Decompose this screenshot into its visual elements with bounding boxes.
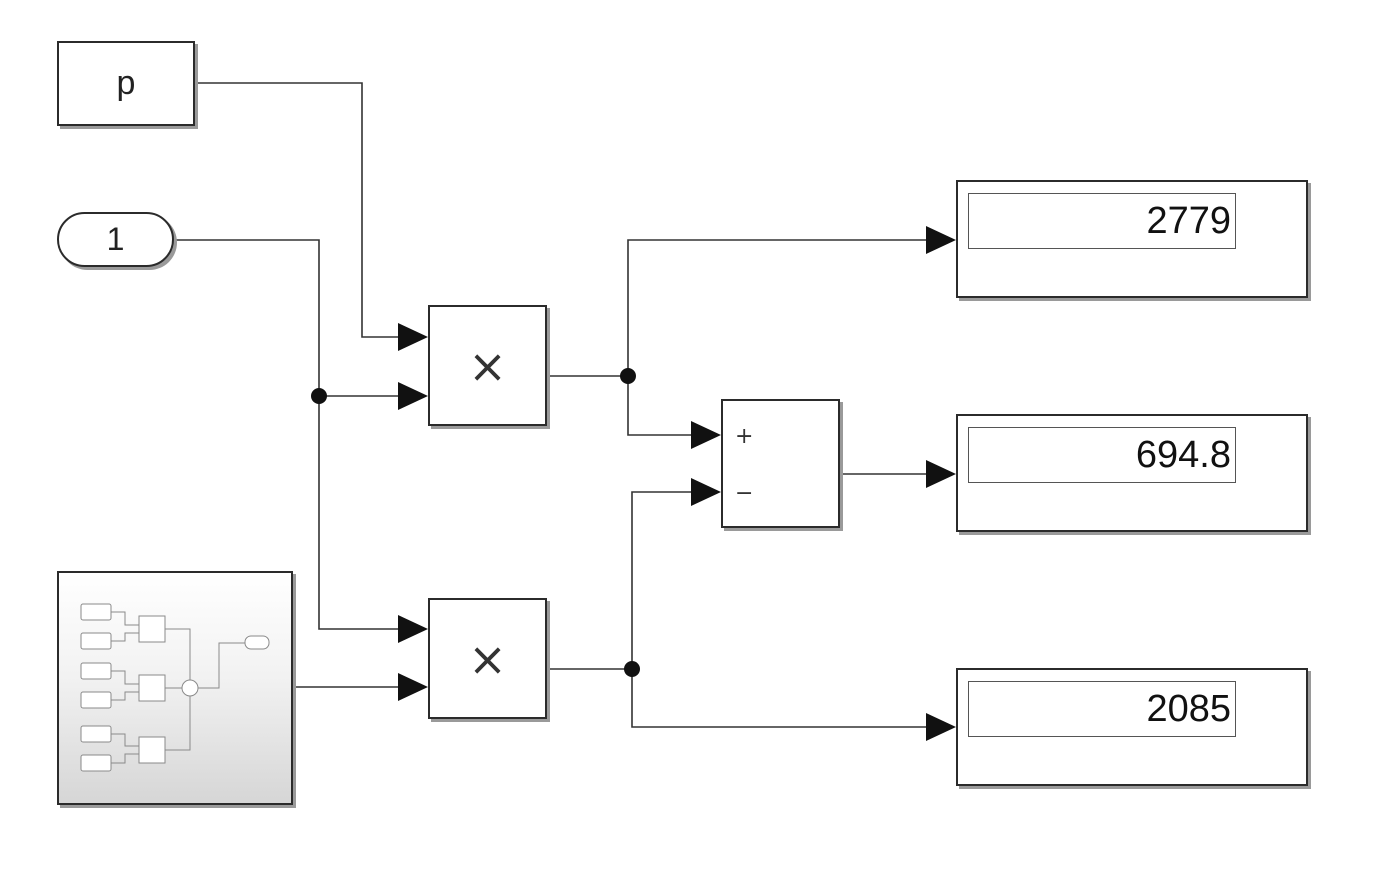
display-value: 694.8 [968, 427, 1236, 483]
constant-block[interactable]: p [57, 41, 195, 126]
constant-label: p [116, 64, 136, 102]
display-value: 2779 [968, 193, 1236, 249]
subsystem-block[interactable] [57, 571, 293, 805]
display-value: 2085 [968, 681, 1236, 737]
product-block-bottom[interactable]: × [428, 598, 547, 719]
subsystem-preview-icon [80, 603, 270, 772]
arrowhead-display1 [926, 226, 956, 254]
arrowhead-product1-in1 [398, 323, 428, 351]
arrowhead-display2 [926, 460, 956, 488]
branch-point-product1 [620, 368, 636, 384]
arrowhead-product1-in2 [398, 382, 428, 410]
branch-point-inport [311, 388, 327, 404]
display-block-top[interactable]: 2779 [956, 180, 1308, 298]
line-product1-to-display1[interactable] [627, 239, 928, 376]
arrowhead-product2-in1 [398, 615, 428, 643]
arrowhead-sum-minus [691, 478, 721, 506]
line-inport-to-branch[interactable] [174, 239, 400, 630]
multiply-icon: × [468, 631, 507, 686]
line-product1-to-sum-plus[interactable] [627, 376, 693, 436]
arrowhead-sum-plus [691, 421, 721, 449]
arrowhead-display3 [926, 713, 956, 741]
inport-block[interactable]: 1 [57, 212, 174, 267]
sum-plus-sign: + [735, 424, 754, 449]
line-constant-to-product1[interactable] [195, 82, 400, 338]
sum-block[interactable]: + − [721, 399, 840, 528]
product-block-top[interactable]: × [428, 305, 547, 426]
line-product2-to-display3[interactable] [631, 669, 928, 728]
display-block-middle[interactable]: 694.8 [956, 414, 1308, 532]
branch-point-product2 [624, 661, 640, 677]
inport-label: 1 [106, 221, 125, 257]
sum-minus-sign: − [735, 481, 754, 506]
multiply-icon: × [468, 338, 507, 393]
line-product2-to-sum-minus[interactable] [631, 491, 693, 669]
arrowhead-product2-in2 [398, 673, 428, 701]
display-block-bottom[interactable]: 2085 [956, 668, 1308, 786]
